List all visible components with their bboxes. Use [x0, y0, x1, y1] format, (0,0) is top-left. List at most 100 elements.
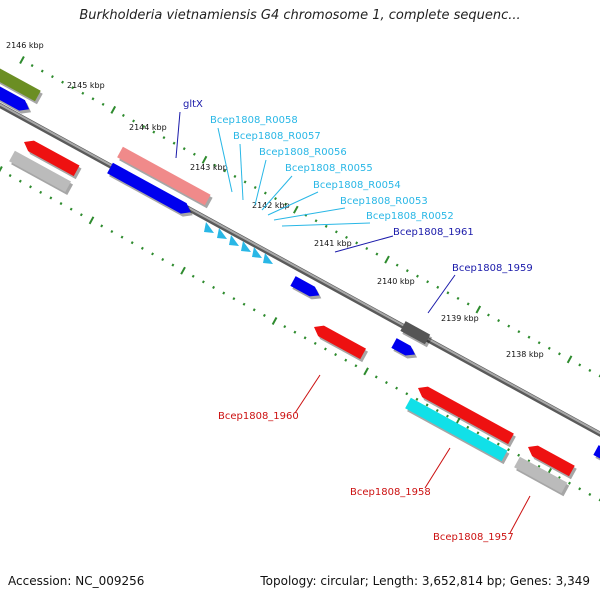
outer-tick [405, 269, 409, 273]
gene-label: Bcep1808_1960 [218, 411, 299, 422]
inner-tick [384, 381, 388, 385]
outer-tick [213, 163, 217, 167]
outer-tick [50, 75, 54, 79]
map-title: Burkholderia vietnamiensis G4 chromosome… [79, 8, 521, 23]
leader-line [273, 207, 346, 221]
inner-tick [49, 196, 53, 200]
gene-label: Bcep1808_R0053 [340, 196, 428, 207]
inner-tick [262, 313, 266, 317]
gene-blue-topleft [0, 86, 30, 111]
rrna-gene [263, 253, 273, 264]
gene-dark-grey [400, 321, 431, 345]
outer-tick [132, 119, 135, 123]
inner-tick [476, 431, 480, 435]
inner-tick [395, 386, 399, 390]
outer-tick [110, 105, 117, 114]
rrna-gene [252, 247, 262, 258]
rrna-gene [204, 222, 214, 233]
inner-tick [69, 207, 73, 211]
gene-bcep1808-1957 [514, 456, 568, 494]
outer-tick [436, 285, 440, 289]
outer-tick [243, 180, 247, 184]
outer-tick [162, 136, 166, 140]
topology-summary: Topology: circular; Length: 3,652,814 bp… [260, 574, 590, 588]
inner-tick [110, 229, 114, 234]
backbone-line [0, 103, 600, 435]
inner-tick [18, 179, 22, 183]
outer-tick [507, 324, 511, 328]
gene-label: Bcep1808_R0056 [259, 147, 347, 158]
tick-label: 2145 kbp [67, 81, 105, 90]
gene-label: Bcep1808_R0057 [233, 131, 321, 142]
outer-tick [314, 219, 318, 223]
outer-tick [284, 202, 288, 206]
outer-tick [101, 102, 105, 106]
gene-label: Bcep1808_1957 [433, 532, 514, 543]
outer-tick [557, 352, 561, 356]
inner-tick [344, 358, 348, 362]
inner-tick [222, 291, 226, 295]
leader-line [281, 222, 371, 227]
inner-tick [435, 408, 439, 413]
outer-tick [263, 191, 267, 195]
outer-tick [30, 64, 34, 68]
inner-tick [374, 375, 378, 379]
gene-layer [0, 68, 600, 497]
inner-tick [507, 448, 510, 452]
leader-line [217, 127, 233, 193]
inner-tick [405, 392, 409, 396]
accession-text: Accession: NC_009256 [8, 574, 145, 588]
inner-tick [252, 308, 256, 312]
leader-line [261, 175, 293, 211]
tick-label: 2141 kbp [314, 239, 352, 248]
leader-line [509, 495, 531, 534]
outer-tick [547, 346, 551, 350]
gene-label: Bcep1808_1959 [452, 263, 533, 274]
gene-label: Bcep1808_R0055 [285, 163, 373, 174]
outer-tick [426, 280, 430, 284]
outer-tick [395, 263, 399, 267]
inner-tick [446, 414, 449, 418]
outer-tick [233, 174, 237, 178]
outer-tick [71, 86, 75, 90]
inner-tick [466, 425, 470, 429]
gene-bcep1808-1959 [391, 338, 416, 356]
tick-label: 2146 kbp [6, 41, 44, 50]
inner-tick [212, 285, 216, 289]
outer-tick [223, 169, 227, 173]
gene-red-right [528, 445, 575, 477]
outer-tick [365, 246, 369, 251]
inner-tick [486, 436, 490, 441]
inner-tick [588, 492, 592, 496]
outer-tick [588, 368, 592, 372]
inner-tick [242, 302, 246, 306]
gene-label: Bcep1808_R0054 [313, 180, 401, 191]
outer-tick [292, 205, 299, 214]
outer-tick [324, 224, 328, 228]
gene-blue-right [593, 445, 600, 459]
inner-tick [283, 325, 287, 329]
inner-tick [140, 246, 144, 250]
leader-line [175, 111, 181, 159]
inner-tick [334, 353, 338, 357]
tick-label: 2140 kbp [377, 277, 415, 286]
rrna-gene [241, 241, 251, 252]
gene-olive-top [0, 68, 41, 102]
outer-tick [517, 330, 521, 334]
inner-tick [323, 347, 327, 351]
leader-line [239, 143, 244, 201]
inner-tick [415, 397, 419, 401]
inner-tick [232, 297, 236, 301]
leader-line [254, 159, 267, 206]
outer-tick [416, 274, 419, 278]
inner-tick [425, 403, 429, 407]
leader-line [267, 191, 319, 216]
tick-label: 2142 kbp [252, 201, 290, 210]
outer-tick [61, 80, 65, 84]
outer-tick [334, 230, 338, 234]
outer-tick [81, 91, 85, 95]
inner-tick [39, 190, 43, 194]
tick-label: 2143 kbp [190, 163, 228, 172]
inner-tick [59, 202, 63, 206]
inner-tick [151, 252, 154, 256]
